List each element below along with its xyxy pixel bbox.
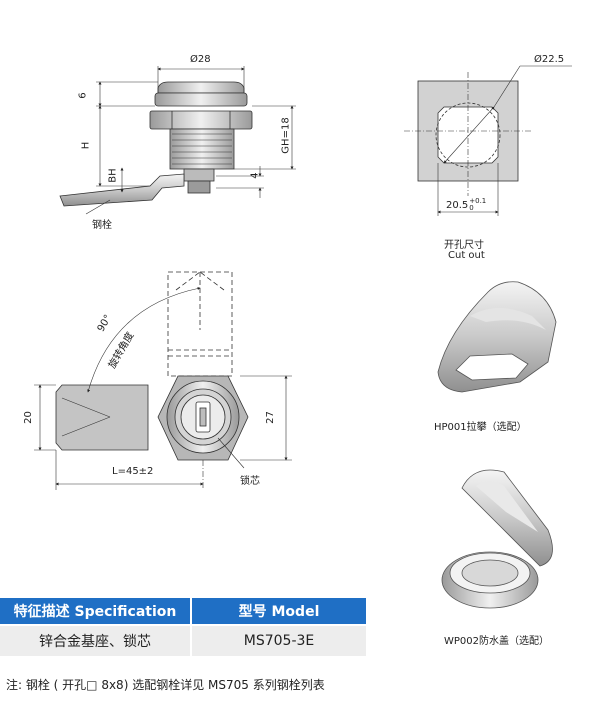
dim-cutout-width-value: 20.5 (446, 200, 469, 211)
side-view-dimensions (85, 66, 296, 215)
spec-table: 特征描述 Specification 型号 Model 锌合金基座、锁芯 MS7… (0, 598, 366, 656)
dim-gh: GH=18 (280, 117, 292, 154)
lock-top-view (55, 271, 249, 461)
dim-bh: BH (107, 168, 119, 183)
header-spec: 特征描述 Specification (0, 598, 192, 625)
top-view-dimensions (34, 287, 292, 490)
label-wp002: WP002防水盖（选配） (444, 636, 550, 647)
cell-spec: 锌合金基座、锁芯 (0, 624, 192, 656)
header-model: 型号 Model (191, 598, 366, 625)
label-cutout-en: Cut out (448, 250, 485, 261)
dim-6: 6 (77, 92, 89, 99)
cutout-drawing (404, 65, 572, 216)
dim-length: L=45±2 (112, 466, 154, 477)
footnote: 注: 钢栓 ( 开孔□ 8x8) 选配钢栓详见 MS705 系列钢栓列表 (6, 678, 325, 692)
wp002-cover-image (441, 469, 553, 609)
label-steel-bolt: 钢栓 (92, 220, 112, 231)
table-header-row: 特征描述 Specification 型号 Model (0, 598, 366, 625)
dim-top-width: Ø28 (190, 54, 211, 65)
dim-4: 4 (249, 172, 261, 179)
dim-cutout-diameter: Ø22.5 (534, 54, 565, 65)
dim-27: 27 (264, 411, 276, 424)
tolerance-lower: 0 (469, 204, 474, 212)
dim-h: H (80, 141, 92, 150)
label-lock-core: 锁芯 (240, 476, 260, 487)
hp001-handle-image (437, 281, 557, 393)
dim-20: 20 (22, 411, 34, 424)
label-cutout-cn: 开孔尺寸 (444, 240, 484, 251)
cell-model: MS705-3E (191, 624, 366, 656)
table-row: 锌合金基座、锁芯 MS705-3E (0, 624, 366, 656)
label-hp001: HP001拉攀（选配） (434, 422, 527, 433)
tolerance-upper: +0.1 (469, 197, 487, 205)
